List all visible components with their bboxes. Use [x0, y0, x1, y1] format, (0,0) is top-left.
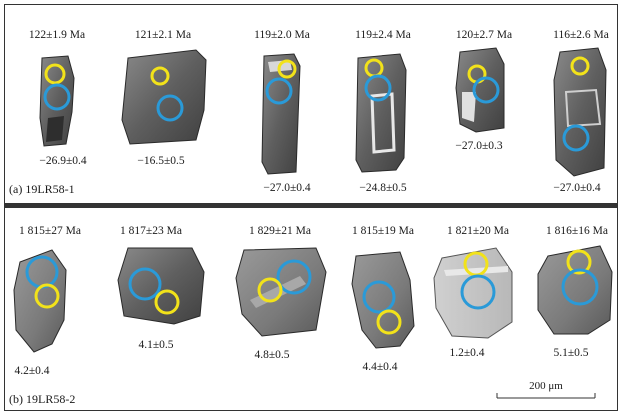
- grain-b1-value: 4.2±0.4: [14, 365, 50, 377]
- spot-a6-blue: [562, 124, 590, 152]
- grain-a3-value: −27.0±0.4: [263, 182, 311, 194]
- grain-b5: [433, 247, 513, 339]
- grain-a1-value: −26.9±0.4: [39, 155, 87, 167]
- grain-a4-value: −24.8±0.5: [359, 182, 407, 194]
- grain-a5-age: 120±2.7 Ma: [455, 29, 513, 41]
- spot-b3-blue: [276, 259, 312, 295]
- panel-b-label: (b) 19LR58-2: [9, 392, 76, 406]
- spot-b4-blue: [362, 280, 396, 314]
- spot-b5-blue: [460, 274, 496, 310]
- grain-b6-age: 1 816±16 Ma: [546, 225, 608, 237]
- spot-b1-yellow: [34, 283, 60, 309]
- spot-a1-blue: [43, 83, 71, 111]
- spot-a3-yellow: [277, 59, 297, 79]
- grain-a2-age: 121±2.1 Ma: [134, 29, 192, 41]
- spot-b6-yellow: [566, 249, 592, 275]
- spot-b2-yellow: [154, 289, 180, 315]
- spot-a4-blue: [364, 74, 392, 102]
- spot-a3-blue: [265, 77, 293, 105]
- grain-b2-age: 1 817±23 Ma: [120, 225, 182, 237]
- grain-b6: [537, 245, 613, 335]
- spot-a2-yellow: [150, 66, 170, 86]
- grain-a4: [355, 53, 407, 173]
- panel-a: [4, 4, 618, 204]
- spot-b2-blue: [128, 267, 162, 301]
- grain-b3-age: 1 829±21 Ma: [249, 225, 311, 237]
- grain-a1-age: 122±1.9 Ma: [28, 29, 86, 41]
- panel-a-label: (a) 19LR58-1: [9, 182, 75, 196]
- grain-a3-age: 119±2.0 Ma: [254, 29, 310, 41]
- spot-a5-blue: [472, 76, 500, 104]
- grain-b4: [351, 251, 415, 349]
- grain-b1-age: 1 815±27 Ma: [19, 225, 81, 237]
- spot-b3-yellow: [257, 277, 283, 303]
- grain-a6: [553, 47, 607, 177]
- scale-bar: [496, 393, 596, 399]
- grain-b6-value: 5.1±0.5: [553, 347, 589, 359]
- scale-bar-label: 200 μm: [529, 380, 563, 392]
- spot-a1-yellow: [44, 63, 66, 85]
- spot-b6-blue: [561, 268, 599, 306]
- grain-b4-value: 4.4±0.4: [362, 361, 398, 373]
- grain-b5-age: 1 821±20 Ma: [447, 225, 509, 237]
- grain-b3-value: 4.8±0.5: [254, 349, 290, 361]
- spot-a2-blue: [156, 94, 184, 122]
- grain-a5-value: −27.0±0.3: [455, 140, 503, 152]
- grain-a5: [455, 47, 505, 133]
- grain-b5-value: 1.2±0.4: [449, 347, 485, 359]
- grain-a4-age: 119±2.4 Ma: [355, 29, 411, 41]
- grain-a6-age: 116±2.6 Ma: [553, 29, 609, 41]
- grain-b4-age: 1 815±19 Ma: [352, 225, 414, 237]
- grain-a6-value: −27.0±0.4: [553, 182, 601, 194]
- spot-b4-yellow: [376, 309, 402, 335]
- grain-a2-value: −16.5±0.5: [137, 155, 185, 167]
- panel-divider: [4, 204, 618, 207]
- grain-b2-value: 4.1±0.5: [138, 339, 174, 351]
- spot-a6-yellow: [570, 56, 590, 76]
